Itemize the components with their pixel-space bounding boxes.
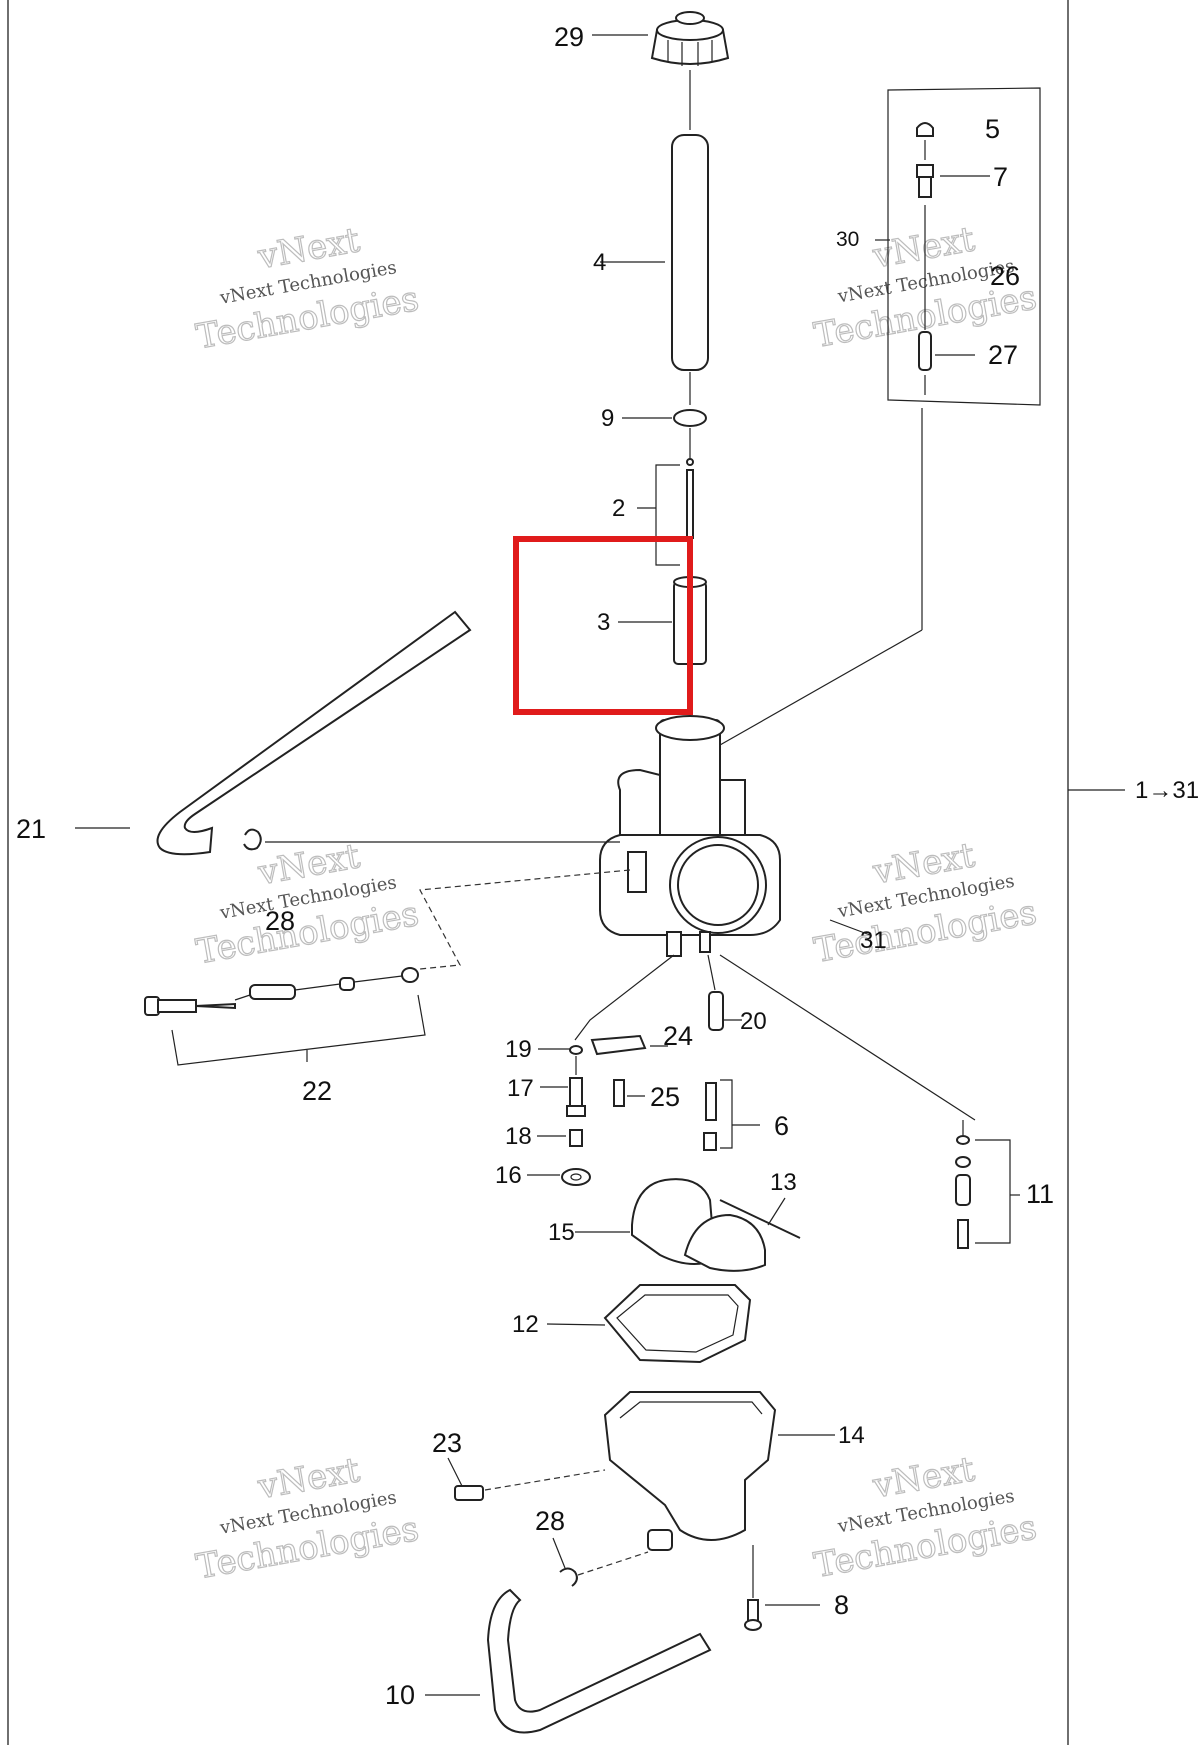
- air-screw-spring: [918, 331, 932, 371]
- washer-19: [569, 1045, 583, 1055]
- dashed-guide: [577, 1551, 649, 1576]
- watermark: vNext vNext Technologies Technologies: [811, 835, 1041, 972]
- callout-5: 5: [985, 114, 1000, 144]
- guide-line: [719, 954, 976, 1121]
- hose-clip: [243, 828, 262, 851]
- jet-18: [569, 1129, 583, 1147]
- float-pin-13: [719, 1199, 801, 1239]
- bracket-11: [975, 1139, 1011, 1244]
- float-15: [631, 1178, 766, 1272]
- callout-18: 18: [505, 1123, 532, 1150]
- callout-9: 9: [601, 405, 614, 432]
- callout-23: 23: [432, 1428, 462, 1458]
- callout-3: 3: [597, 609, 610, 636]
- callout-7: 7: [993, 162, 1008, 192]
- callout-27: 27: [988, 340, 1018, 370]
- drain-hose-clip: [559, 1567, 578, 1587]
- callout-8: 8: [834, 1590, 849, 1620]
- callout-10: 10: [385, 1680, 415, 1710]
- overflow-tube: [156, 610, 472, 856]
- guide-line: [707, 954, 716, 991]
- watermark: vNext vNext Technologies Technologies: [811, 219, 1041, 357]
- callout-20: 20: [740, 1008, 767, 1035]
- callout-24: 24: [663, 1021, 693, 1051]
- screw-8: [744, 1599, 762, 1631]
- callout-21: 21: [16, 814, 46, 844]
- plate-24: [590, 1034, 647, 1056]
- bracket-22: [171, 994, 426, 1066]
- range-label: 1→31: [1135, 777, 1199, 804]
- callout-15: 15: [548, 1219, 575, 1246]
- callout-11: 11: [1026, 1179, 1054, 1209]
- drain-tube: [486, 1588, 712, 1734]
- idle-screw-set: [144, 967, 419, 1016]
- watermark: vNext vNext Technologies Technologies: [811, 1449, 1041, 1587]
- callout-31: 31: [860, 927, 887, 954]
- gasket-12: [603, 1284, 752, 1364]
- air-screw: [916, 164, 934, 198]
- callout-labels: 29 4 9 2 3 5 7 30 26 27 21 28 31 22 19 2…: [16, 22, 1054, 1710]
- callout-30: 30: [836, 228, 859, 251]
- throttle-spring: [671, 134, 709, 371]
- carburetor-body: [599, 715, 781, 957]
- float-needle-6: [703, 1082, 717, 1151]
- leader-lines: [425, 34, 1020, 1696]
- mixing-chamber-cap: [650, 11, 730, 66]
- guide-line: [574, 954, 675, 1041]
- callout-16: 16: [495, 1162, 522, 1189]
- adjuster-set-11: [955, 1135, 971, 1249]
- dashed-guide: [484, 1469, 606, 1491]
- float-bowl-14: [603, 1391, 777, 1551]
- callout-12: 12: [512, 1311, 539, 1338]
- callout-17: 17: [507, 1075, 534, 1102]
- jet-17: [566, 1077, 586, 1117]
- watermark: vNext vNext Technologies Technologies: [193, 220, 423, 358]
- bracket-6: [720, 1079, 733, 1149]
- callout-22: 22: [302, 1076, 332, 1106]
- watermark: vNext vNext Technologies Technologies: [193, 836, 423, 973]
- callout-2: 2: [612, 495, 625, 522]
- callout-14: 14: [838, 1422, 865, 1449]
- callout-26: 26: [990, 261, 1020, 291]
- callout-28-top: 28: [265, 906, 295, 936]
- screw-25: [613, 1079, 625, 1107]
- callout-29: 29: [554, 22, 584, 52]
- callout-4: 4: [593, 249, 606, 276]
- inset-box: [887, 87, 1041, 406]
- jet-needle: [686, 458, 694, 539]
- callout-19: 19: [505, 1036, 532, 1063]
- callout-25: 25: [650, 1082, 680, 1112]
- dashed-guide: [409, 869, 631, 971]
- callout-13: 13: [770, 1169, 797, 1196]
- bracket-2: [655, 464, 680, 566]
- highlight-box: [513, 536, 693, 715]
- watermark: vNext vNext Technologies Technologies: [193, 1450, 423, 1588]
- needle-clip: [673, 409, 707, 427]
- screw-cap: [916, 122, 934, 137]
- callout-28-bottom: 28: [535, 1506, 565, 1536]
- washer-16: [561, 1168, 591, 1186]
- needle-jet-20: [708, 991, 724, 1031]
- drain-screw-23: [454, 1485, 484, 1501]
- callout-6: 6: [774, 1111, 789, 1141]
